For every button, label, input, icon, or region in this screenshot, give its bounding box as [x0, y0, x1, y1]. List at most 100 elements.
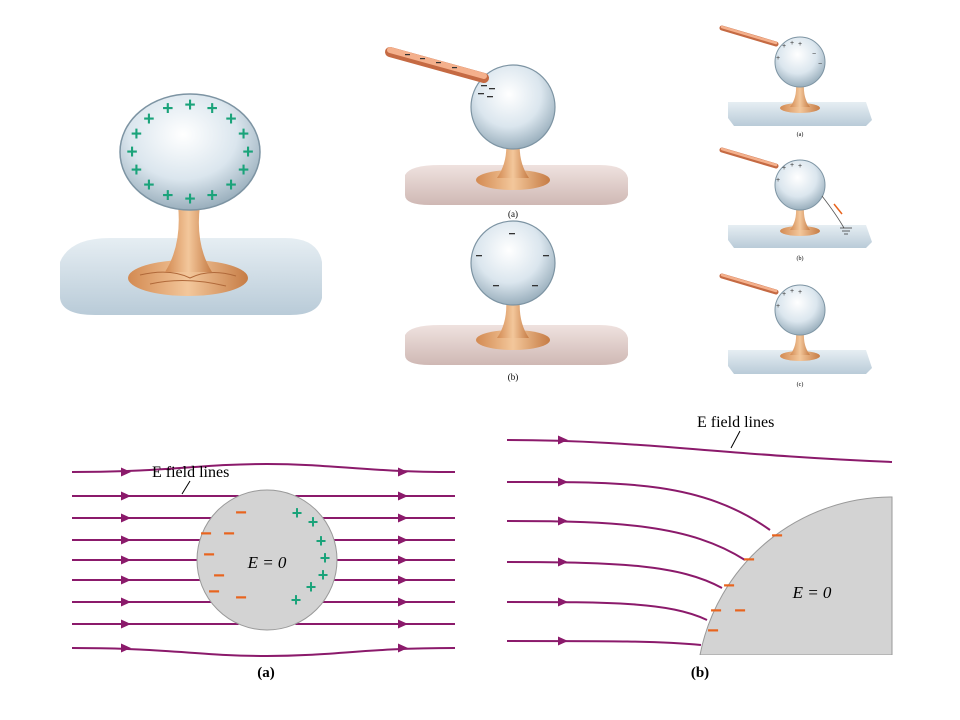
surface-charges-a: −−−−−−−+++++++ [200, 502, 330, 610]
svg-text:+: + [782, 43, 786, 50]
plus-charge: + [225, 175, 236, 196]
rod-sphere-illustration-b: (b) [405, 220, 628, 382]
plus-charge: + [308, 512, 319, 532]
field-arrow [121, 467, 131, 477]
field-arrow [558, 477, 568, 487]
plus-charge: + [207, 185, 218, 206]
svg-text:+: + [790, 40, 794, 47]
sphere-minus-charges-b [476, 233, 549, 287]
plus-charge: + [207, 99, 218, 120]
minus-charge: − [707, 620, 719, 642]
plus-charge: + [184, 95, 195, 116]
field-arrow [398, 619, 408, 629]
field-arrow [121, 491, 131, 501]
conductor-sphere-a [196, 489, 338, 631]
wood-stand [165, 205, 212, 272]
charged-sphere-illustration: ++++++++++++++++ [60, 93, 322, 315]
wood-base [128, 260, 248, 296]
field-arrow [121, 619, 131, 629]
plus-charge: + [242, 142, 253, 163]
field-arrow [558, 435, 568, 445]
plus-charge: + [238, 160, 249, 181]
plus-charge: + [320, 548, 331, 568]
title-pointer-b [730, 430, 741, 449]
field-line [506, 520, 746, 561]
svg-text:+: + [782, 165, 786, 172]
title-pointer-a [181, 480, 191, 495]
plus-charge: + [131, 160, 142, 181]
wood-base-b [476, 330, 550, 350]
field-lines-b [506, 435, 893, 646]
svg-text:+: + [776, 177, 780, 184]
field-line [71, 462, 456, 473]
field-line [506, 561, 723, 589]
minus-charge: − [223, 523, 235, 545]
svg-text:+: + [776, 303, 780, 310]
plus-charge: + [143, 175, 154, 196]
minus-charge: − [213, 565, 225, 587]
sphere-induced-charges-a [478, 85, 495, 98]
svg-text:−: − [812, 51, 816, 58]
panel-label-small-b: (b) [508, 372, 519, 382]
rod-minus-charges-a [405, 54, 457, 69]
plus-charge: + [306, 577, 317, 597]
plus-charge: + [316, 531, 327, 551]
svg-text:+: + [790, 162, 794, 169]
minus-charge: − [208, 581, 220, 603]
metal-sphere [119, 93, 261, 211]
rod-sphere-illustration-a: (a) [385, 47, 628, 219]
positive-charges: ++++++++++++++++ [126, 95, 253, 210]
field-lines-title-b: E field lines [697, 414, 774, 431]
wood-stand-b [497, 298, 529, 338]
field-arrow [398, 555, 408, 565]
field-lines-diagram-a: −−−−−−−+++++++ E = 0 E field lines (a) [71, 462, 456, 681]
field-arrow [398, 491, 408, 501]
plus-charge: + [131, 124, 142, 145]
svg-text:−: − [818, 61, 822, 68]
plus-charge: + [143, 109, 154, 130]
plus-charge: + [184, 189, 195, 210]
minus-charge: − [723, 575, 735, 597]
minus-charge: − [203, 544, 215, 566]
field-arrow [398, 575, 408, 585]
minus-charge: − [771, 525, 783, 547]
grounding-panel-b: ++++ (b) [719, 147, 872, 262]
wood-stand-a [497, 140, 529, 178]
metal-sphere-b [470, 220, 556, 306]
plus-charge: + [238, 124, 249, 145]
panel-label-a: (a) [257, 665, 275, 681]
minus-charge: − [734, 600, 746, 622]
field-arrow [558, 636, 568, 646]
field-arrow [398, 535, 408, 545]
svg-text:+: + [790, 288, 794, 295]
field-arrow [398, 597, 408, 607]
field-line [506, 480, 771, 531]
field-line [506, 601, 708, 621]
field-arrow [121, 575, 131, 585]
surface-charges-b: −−−−−− [707, 525, 783, 642]
minus-charge: − [743, 549, 755, 571]
svg-text:+: + [782, 291, 786, 298]
field-lines-a [71, 462, 456, 658]
plus-charge: + [292, 503, 303, 523]
panel-label-small-a: (a) [508, 209, 518, 219]
field-lines-title-a: E field lines [152, 464, 229, 481]
field-arrow [398, 467, 408, 477]
field-arrow [121, 535, 131, 545]
wood-base-a [476, 170, 550, 190]
plus-charge: + [162, 99, 173, 120]
svg-text:+: + [798, 289, 802, 296]
right-panel-label-b: (b) [797, 255, 804, 262]
field-arrow [558, 516, 568, 526]
field-arrow [398, 643, 408, 653]
plus-charge: + [225, 109, 236, 130]
plus-charge: + [126, 142, 137, 163]
metal-sphere-a [470, 64, 556, 150]
svg-text:+: + [798, 163, 802, 170]
field-arrow [398, 513, 408, 523]
field-arrow [558, 557, 568, 567]
minus-charge: − [235, 587, 247, 609]
field-arrow [121, 555, 131, 565]
panel-label-b: (b) [691, 665, 709, 681]
